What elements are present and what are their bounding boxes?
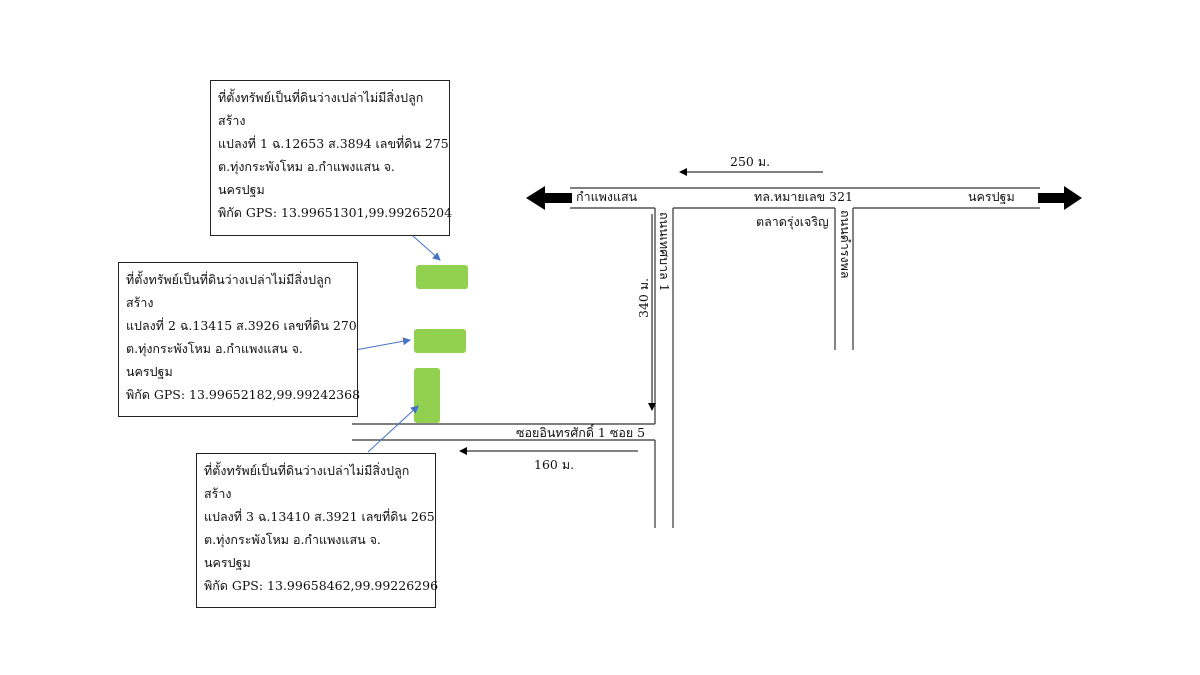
main-road-west-label: กำแพงแสน — [576, 189, 638, 204]
parcel-1-province: นครปฐม — [218, 182, 265, 197]
parcel-3-description-cont: สร้าง — [204, 486, 232, 501]
parcel-2-deed: แปลงที่ 2 ฉ.13415 ส.3926 เลขที่ดิน 270 — [126, 318, 357, 333]
distance-vertical-label: 340 ม. — [636, 278, 651, 318]
parcel-3-province: นครปฐม — [204, 555, 251, 570]
parcel-2-province: นครปฐม — [126, 364, 173, 379]
main-road-route-label: ทล.หมายเลข 321 — [754, 189, 853, 204]
parcel-1-address: ต.ทุ่งกระพังโหม อ.กำแพงแสน จ. — [218, 159, 395, 174]
leader-line-2 — [354, 337, 411, 351]
parcel-3-deed: แปลงที่ 3 ฉ.13410 ส.3921 เลขที่ดิน 265 — [204, 509, 435, 524]
leader-line-3 — [367, 405, 419, 453]
parcel-2-description: ที่ตั้งทรัพย์เป็นที่ดินว่างเปล่าไม่มีสิ่… — [126, 272, 332, 287]
tessaban1-label: ถนนเทศบาล 1 — [657, 212, 672, 292]
parcel-2-gps: พิกัด GPS: 13.99652182,99.99242368 — [126, 387, 361, 402]
parcel-3-gps: พิกัด GPS: 13.99658462,99.99226296 — [204, 578, 439, 593]
parcel-1-info-box: ที่ตั้งทรัพย์เป็นที่ดินว่างเปล่าไม่มีสิ่… — [210, 80, 453, 236]
parcel-2-description-cont: สร้าง — [126, 295, 154, 310]
rattanaporn-label: ถนนดำรงพล — [838, 210, 853, 279]
east-direction-arrow-icon — [1038, 186, 1082, 210]
soi-label: ซอยอินทรศักดิ์ 1 ซอย 5 — [516, 423, 645, 440]
parcel-2-address: ต.ทุ่งกระพังโหม อ.กำแพงแสน จ. — [126, 341, 303, 356]
parcel-3-address: ต.ทุ่งกระพังโหม อ.กำแพงแสน จ. — [204, 532, 381, 547]
distance-bottom-label: 160 ม. — [534, 457, 574, 472]
parcel-1-gps: พิกัด GPS: 13.99651301,99.99265204 — [218, 205, 453, 220]
main-road-east-label: นครปฐม — [968, 189, 1015, 204]
rattanaporn-road — [834, 208, 854, 350]
west-direction-arrow-icon — [526, 186, 572, 210]
market-label: ตลาดรุ่งเจริญ — [756, 214, 829, 230]
parcel-2 — [414, 329, 466, 353]
tessaban1-road — [654, 208, 674, 528]
parcel-2-info-box: ที่ตั้งทรัพย์เป็นที่ดินว่างเปล่าไม่มีสิ่… — [118, 262, 361, 417]
parcel-1-description-cont: สร้าง — [218, 113, 246, 128]
parcel-1-description: ที่ตั้งทรัพย์เป็นที่ดินว่างเปล่าไม่มีสิ่… — [218, 90, 424, 105]
parcel-1-deed: แปลงที่ 1 ฉ.12653 ส.3894 เลขที่ดิน 275 — [218, 136, 449, 151]
parcel-3-description: ที่ตั้งทรัพย์เป็นที่ดินว่างเปล่าไม่มีสิ่… — [204, 463, 410, 478]
main-road — [570, 187, 1040, 209]
parcel-1 — [416, 265, 468, 289]
distance-top-label: 250 ม. — [730, 154, 770, 169]
parcel-3 — [414, 368, 440, 423]
parcel-3-info-box: ที่ตั้งทรัพย์เป็นที่ดินว่างเปล่าไม่มีสิ่… — [196, 453, 439, 608]
soi-road — [352, 423, 655, 441]
